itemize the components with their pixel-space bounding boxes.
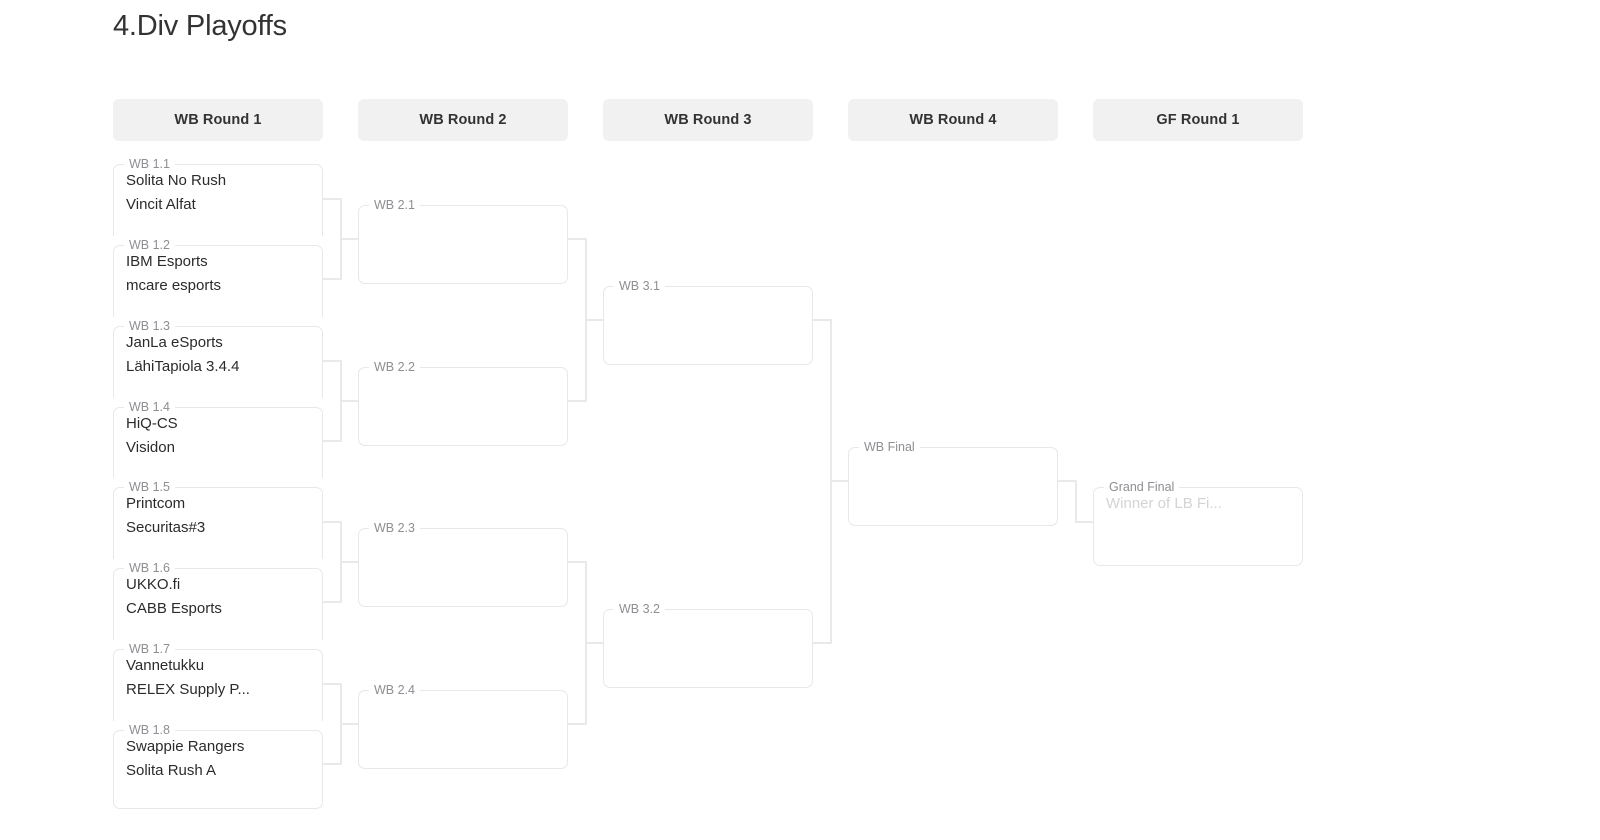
- match-frame: [358, 205, 568, 284]
- match-grand-final[interactable]: Grand Final Winner of LB Fi...: [1093, 478, 1303, 566]
- team-slot-1[interactable]: Solita No Rush: [126, 172, 227, 189]
- match-wb-3-2[interactable]: WB 3.2: [603, 600, 813, 688]
- match-body: Solita No Rush Vincit Alfat: [113, 155, 323, 217]
- match-body: UKKO.fi CABB Esports: [113, 559, 323, 621]
- page-title: 4.Div Playoffs: [113, 10, 287, 42]
- team-slot-2[interactable]: CABB Esports: [126, 600, 222, 617]
- match-wb-1-8[interactable]: WB 1.8 Swappie Rangers Solita Rush A: [113, 721, 323, 809]
- round-header-gf-round-1[interactable]: GF Round 1: [1093, 99, 1303, 141]
- match-frame: [603, 609, 813, 688]
- match-frame: [113, 245, 323, 324]
- match-wb-2-3[interactable]: WB 2.3: [358, 519, 568, 607]
- team-slot-1[interactable]: Winner of LB Fi...: [1106, 495, 1222, 512]
- match-wb-1-3[interactable]: WB 1.3 JanLa eSports LähiTapiola 3.4.4: [113, 317, 323, 405]
- team-slot-2[interactable]: LähiTapiola 3.4.4: [126, 358, 240, 375]
- match-label: WB 2.2: [369, 358, 420, 376]
- match-body: Vannetukku RELEX Supply P...: [113, 640, 323, 702]
- match-frame: [358, 690, 568, 769]
- match-frame: [113, 407, 323, 486]
- team-slot-1[interactable]: JanLa eSports: [126, 334, 223, 351]
- match-frame: [113, 326, 323, 405]
- match-body: Winner of LB Fi...: [1093, 478, 1303, 516]
- team-slot-2[interactable]: RELEX Supply P...: [126, 681, 250, 698]
- match-body: IBM Esports mcare esports: [113, 236, 323, 298]
- match-label: WB 3.2: [614, 600, 665, 618]
- match-frame: [358, 367, 568, 446]
- match-label: WB 2.4: [369, 681, 420, 699]
- match-frame: [603, 286, 813, 365]
- match-label: WB 1.6: [124, 559, 175, 577]
- match-wb-1-1[interactable]: WB 1.1 Solita No Rush Vincit Alfat: [113, 155, 323, 243]
- match-wb-2-4[interactable]: WB 2.4: [358, 681, 568, 769]
- match-frame: [113, 568, 323, 647]
- match-body: JanLa eSports LähiTapiola 3.4.4: [113, 317, 323, 379]
- match-wb-2-2[interactable]: WB 2.2: [358, 358, 568, 446]
- team-slot-1[interactable]: UKKO.fi: [126, 576, 181, 593]
- match-label: WB 3.1: [614, 277, 665, 295]
- team-slot-2[interactable]: Securitas#3: [126, 519, 206, 536]
- round-header-wb-round-1[interactable]: WB Round 1: [113, 99, 323, 141]
- match-wb-1-6[interactable]: WB 1.6 UKKO.fi CABB Esports: [113, 559, 323, 647]
- team-slot-1[interactable]: HiQ-CS: [126, 415, 178, 432]
- match-body: HiQ-CS Visidon: [113, 398, 323, 460]
- team-slot-1[interactable]: Vannetukku: [126, 657, 205, 674]
- round-header-wb-round-3[interactable]: WB Round 3: [603, 99, 813, 141]
- team-slot-2[interactable]: Vincit Alfat: [126, 196, 196, 213]
- team-slot-2[interactable]: Visidon: [126, 439, 175, 456]
- team-slot-1[interactable]: Swappie Rangers: [126, 738, 245, 755]
- round-header-wb-round-4[interactable]: WB Round 4: [848, 99, 1058, 141]
- match-label: WB Final: [859, 438, 920, 456]
- match-frame: [113, 730, 323, 809]
- match-wb-final[interactable]: WB Final: [848, 438, 1058, 526]
- match-label: WB 1.7: [124, 640, 175, 658]
- match-frame: [1093, 487, 1303, 566]
- match-label: WB 1.5: [124, 478, 175, 496]
- match-wb-1-4[interactable]: WB 1.4 HiQ-CS Visidon: [113, 398, 323, 486]
- match-wb-1-7[interactable]: WB 1.7 Vannetukku RELEX Supply P...: [113, 640, 323, 728]
- match-label: WB 1.1: [124, 155, 175, 173]
- match-body: Swappie Rangers Solita Rush A: [113, 721, 323, 783]
- match-frame: [848, 447, 1058, 526]
- match-label: WB 1.3: [124, 317, 175, 335]
- match-frame: [358, 528, 568, 607]
- match-wb-1-5[interactable]: WB 1.5 Printcom Securitas#3: [113, 478, 323, 566]
- match-label: WB 1.4: [124, 398, 175, 416]
- team-slot-1[interactable]: IBM Esports: [126, 253, 208, 270]
- team-slot-1[interactable]: Printcom: [126, 495, 186, 512]
- round-header-wb-round-2[interactable]: WB Round 2: [358, 99, 568, 141]
- match-label: WB 1.2: [124, 236, 175, 254]
- match-label: WB 1.8: [124, 721, 175, 739]
- match-label: WB 2.3: [369, 519, 420, 537]
- match-wb-3-1[interactable]: WB 3.1: [603, 277, 813, 365]
- match-body: Printcom Securitas#3: [113, 478, 323, 540]
- match-label: WB 2.1: [369, 196, 420, 214]
- match-wb-1-2[interactable]: WB 1.2 IBM Esports mcare esports: [113, 236, 323, 324]
- match-frame: [113, 164, 323, 243]
- match-label: Grand Final: [1104, 478, 1180, 496]
- team-slot-2[interactable]: mcare esports: [126, 277, 222, 294]
- match-wb-2-1[interactable]: WB 2.1: [358, 196, 568, 284]
- team-slot-2[interactable]: Solita Rush A: [126, 762, 217, 779]
